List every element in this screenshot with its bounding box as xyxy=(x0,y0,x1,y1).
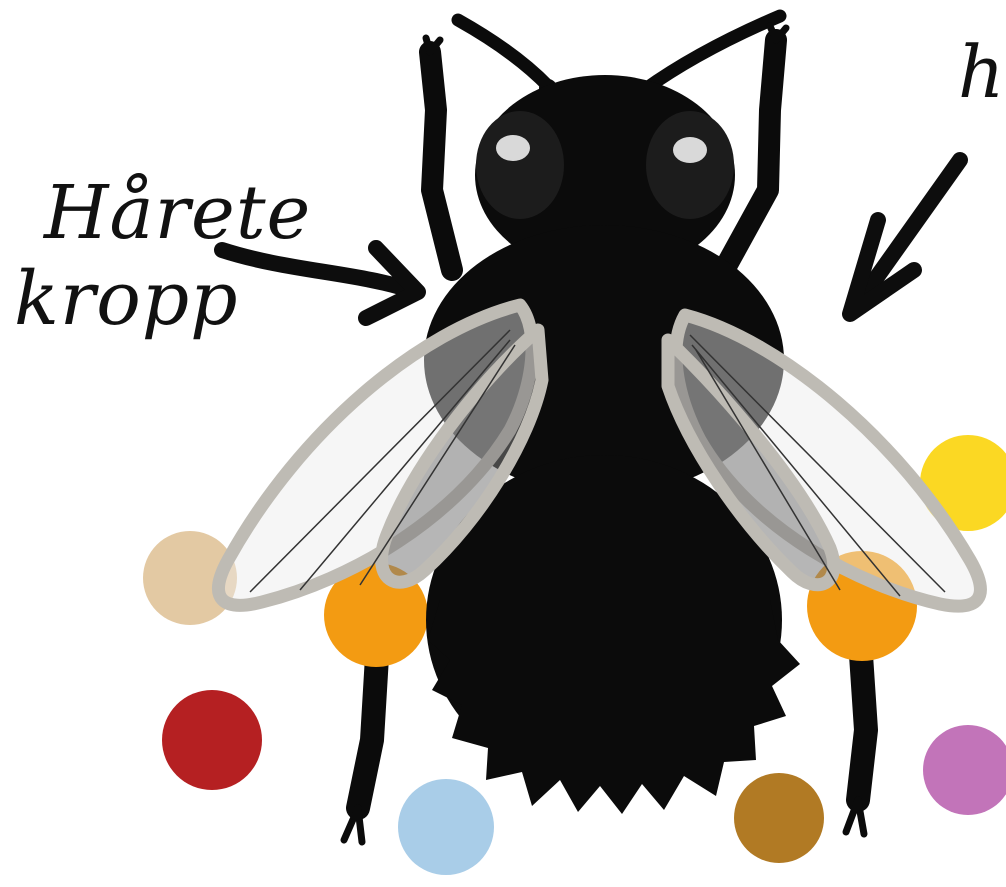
color-dot-brown xyxy=(734,773,824,863)
color-dot-dark-red xyxy=(162,690,262,790)
label-hairy-line2: kropp xyxy=(14,262,239,336)
left-eye xyxy=(476,111,564,219)
label-right-partial: h xyxy=(958,36,1004,108)
color-dot-light-blue xyxy=(398,779,494,875)
right-eye xyxy=(646,111,734,219)
color-dot-purple xyxy=(923,725,1006,815)
label-hairy-line1: Hårete xyxy=(44,176,311,250)
